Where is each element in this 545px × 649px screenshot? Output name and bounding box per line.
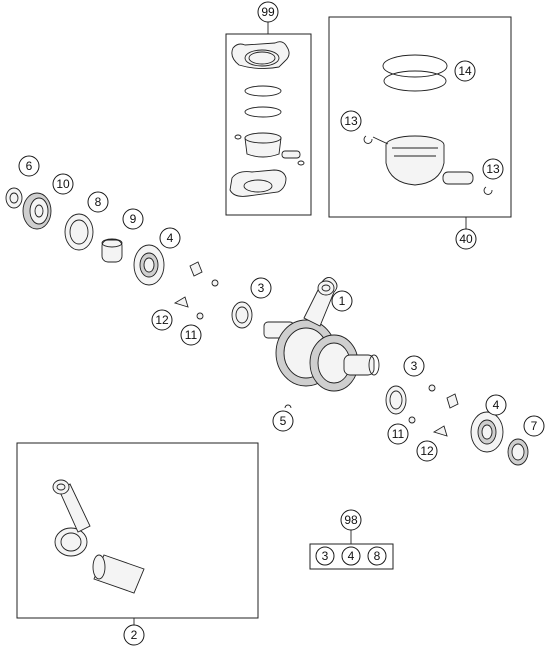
callout-9[interactable]: 9: [122, 208, 144, 230]
kit-98-item-3[interactable]: 3: [315, 546, 335, 566]
part-5-clip: [284, 404, 292, 409]
callout-3-right[interactable]: 3: [403, 355, 425, 377]
crankshaft: [263, 277, 380, 392]
callout-11-left[interactable]: 11: [180, 324, 202, 346]
svg-text:3: 3: [322, 549, 329, 563]
callout-4-right[interactable]: 4: [485, 394, 507, 416]
svg-text:98: 98: [344, 513, 358, 527]
callout-1[interactable]: 1: [331, 290, 353, 312]
callout-2[interactable]: 2: [123, 624, 145, 646]
svg-text:12: 12: [420, 444, 434, 458]
svg-text:8: 8: [95, 195, 102, 209]
gear-train-right: [385, 384, 529, 466]
svg-text:8: 8: [374, 549, 381, 563]
svg-text:13: 13: [486, 162, 500, 176]
svg-text:4: 4: [348, 549, 355, 563]
kit-box-99: [225, 22, 312, 216]
svg-text:11: 11: [392, 427, 405, 441]
callout-8[interactable]: 8: [87, 191, 109, 213]
callout-4-left[interactable]: 4: [159, 227, 181, 249]
svg-text:99: 99: [261, 5, 275, 19]
kit-98-item-8[interactable]: 8: [367, 546, 387, 566]
svg-text:5: 5: [280, 414, 287, 428]
kit-98-box: [309, 543, 394, 570]
callout-98[interactable]: 98: [340, 509, 362, 531]
kit-box-40: [328, 16, 512, 229]
svg-text:7: 7: [531, 419, 538, 433]
callout-5[interactable]: 5: [272, 410, 294, 432]
callout-40[interactable]: 40: [455, 228, 477, 250]
callout-13-left[interactable]: 13: [340, 110, 362, 132]
svg-text:9: 9: [130, 212, 137, 226]
kit-98-item-4[interactable]: 4: [341, 546, 361, 566]
callout-10[interactable]: 10: [52, 173, 74, 195]
svg-text:1: 1: [339, 294, 346, 308]
svg-text:11: 11: [185, 328, 198, 342]
svg-text:12: 12: [155, 313, 169, 327]
callout-11-right[interactable]: 11: [387, 423, 409, 445]
svg-text:13: 13: [344, 114, 358, 128]
callout-7[interactable]: 7: [523, 415, 545, 437]
gear-train-left: [5, 187, 253, 329]
callout-12-right[interactable]: 12: [416, 440, 438, 462]
kit-box-2: [16, 442, 259, 625]
svg-text:2: 2: [131, 628, 138, 642]
kit-98-group: 3 4 8: [309, 529, 394, 570]
svg-text:14: 14: [458, 64, 472, 78]
callout-13-right[interactable]: 13: [482, 158, 504, 180]
svg-text:3: 3: [411, 359, 418, 373]
svg-text:10: 10: [56, 177, 70, 191]
callout-6[interactable]: 6: [18, 155, 40, 177]
svg-text:4: 4: [493, 398, 500, 412]
callout-14[interactable]: 14: [454, 60, 476, 82]
callout-99[interactable]: 99: [257, 1, 279, 23]
callout-3-left[interactable]: 3: [250, 277, 272, 299]
svg-text:4: 4: [167, 231, 174, 245]
svg-text:6: 6: [26, 159, 33, 173]
callout-12-left[interactable]: 12: [151, 309, 173, 331]
svg-text:3: 3: [258, 281, 265, 295]
svg-text:40: 40: [459, 232, 473, 246]
